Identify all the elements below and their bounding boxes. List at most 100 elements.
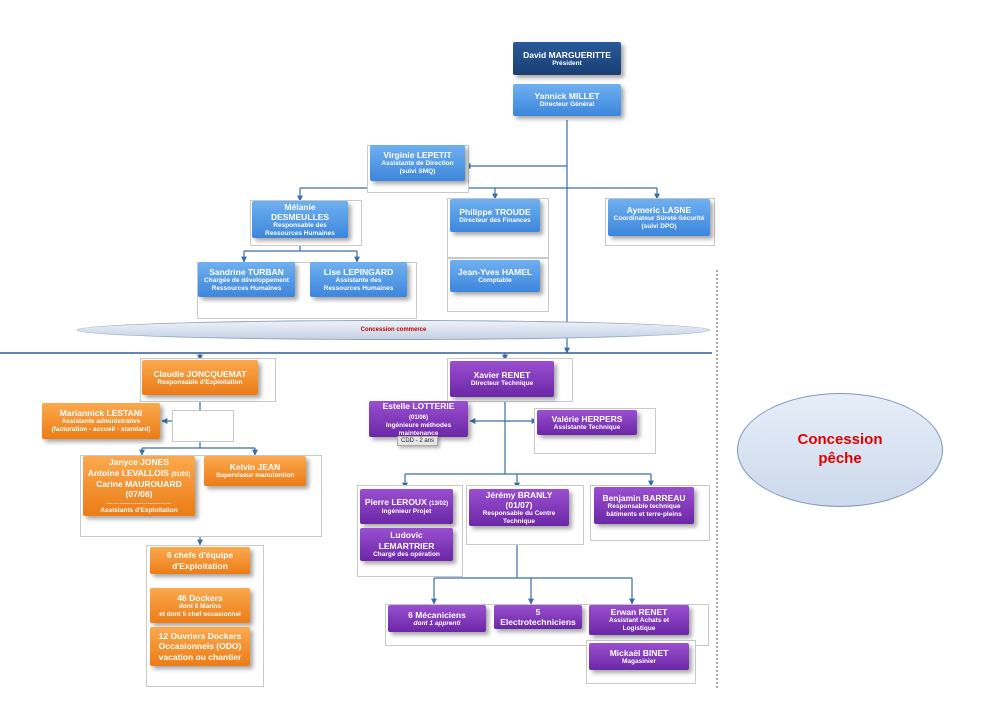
person-name: Mariannick LESTANI [59, 408, 143, 419]
person-role: Assistante des [335, 276, 382, 284]
project-engineer-box[interactable]: Pierre LEROUX (13/02) Ingénieur Projet [360, 489, 453, 524]
odo-box[interactable]: 12 Ouvriers Dockers Occasionnels (ODO) v… [150, 627, 250, 666]
person-name-text: Pierre LEROUX [364, 497, 427, 507]
person-role: Chargé des opération [373, 550, 440, 558]
person-name: Jérémy BRANLY (01/07) [485, 489, 553, 510]
electrotechniciens-box[interactable]: 5 Electrotechniciens [494, 605, 582, 629]
team-label: 6 chefs d'équipe [166, 550, 234, 561]
person-role: Directeur Technique [470, 380, 534, 388]
person-name: Philippe TROUDE [459, 206, 531, 217]
dockers-box[interactable]: 46 Dockers dont 6 Marins et dont 5 chef … [150, 588, 250, 623]
assistant-direction-box[interactable]: Virginie LEPETIT Assistante de Direction… [370, 145, 465, 181]
rh-manager-box[interactable]: Mélanie DESMEULLES Responsable des Resso… [252, 201, 348, 238]
frame [172, 410, 234, 442]
person-name: Antoine LEVALLOIS (01/03) [88, 468, 190, 479]
team-label: 6 Mécaniciens [408, 609, 466, 620]
team-label: d'Exploitation [172, 560, 228, 571]
admin-assistant-box[interactable]: Mariannick LESTANI Assistante administra… [42, 403, 160, 439]
technical-centre-box[interactable]: Jérémy BRANLY (01/07) Responsable du Cen… [469, 489, 569, 526]
methodes-engineer-box[interactable]: Estelle LOTTERIE (01/06) Ingénieure méth… [369, 401, 468, 437]
person-role: Magasinier [622, 657, 656, 665]
person-name: Carine MAUROUARD (07/08) [96, 478, 182, 499]
person-role: bâtiments et terre-pleins [606, 510, 682, 518]
person-role: Responsable technique [607, 502, 681, 510]
person-name: Erwan RENET [610, 607, 668, 618]
person-name: David MARGUERITTE [523, 49, 611, 60]
team-detail: et dont 5 chef occasionnel [159, 610, 241, 618]
person-role: Assistants d'Exploitation [100, 506, 178, 514]
person-role: maintenance [398, 429, 439, 437]
team-detail: dont 6 Marins [178, 602, 222, 610]
manutention-box[interactable]: Kelvin JEAN Superviseur manutention [204, 456, 306, 486]
person-name: Sandrine TURBAN [209, 266, 284, 277]
exploitation-head-box[interactable]: Claudie JONCQUEMAT Responsable d'Exploit… [142, 360, 258, 395]
person-role: Ressources Humaines [265, 229, 335, 237]
chefs-equipe-box[interactable]: 6 chefs d'équipe d'Exploitation [150, 547, 250, 574]
team-detail: dont 1 apprenti [413, 619, 461, 627]
person-role: Assistante Technique [553, 423, 621, 431]
operations-officer-box[interactable]: Ludovic LEMARTRIER Chargé des opération [360, 528, 453, 561]
person-role: Directeur Général [539, 101, 595, 109]
exploitation-assistants-box[interactable]: Janyce JONES Antoine LEVALLOIS (01/03) C… [83, 456, 195, 516]
president-box[interactable]: David MARGUERITTE Président [513, 42, 621, 75]
rh-assistant-box[interactable]: Lise LEPINGARD Assistante des Ressources… [310, 262, 407, 297]
person-date: (01/03) [171, 471, 191, 478]
person-role: Chargée de développement [204, 276, 289, 284]
person-name: Benjamin BARREAU [602, 492, 686, 503]
team-label: 12 Ouvriers Dockers [158, 631, 242, 642]
person-role: Directeur des Finances [459, 216, 531, 224]
team-label: vacation ou chantier [158, 651, 242, 662]
person-role: Responsable d'Exploitation [157, 378, 243, 386]
person-name: Ludovic LEMARTRIER [378, 530, 435, 551]
concession-peche-ellipse: Concession pêche [737, 393, 943, 507]
person-name: Claudie JONCQUEMAT [153, 368, 247, 379]
person-name: Aymeric LASNE [626, 204, 692, 215]
team-label: 46 Dockers [177, 592, 223, 603]
mecaniciens-box[interactable]: 6 Mécaniciens dont 1 apprenti [388, 605, 486, 632]
technical-director-box[interactable]: Xavier RENET Directeur Technique [450, 361, 554, 397]
technical-assistant-box[interactable]: Valérie HERPERS Assistante Technique [537, 410, 637, 435]
person-name: Kelvin JEAN [229, 462, 281, 472]
team-label: 5 Electrotechniciens [500, 606, 576, 627]
person-role: Responsable du Centre [482, 509, 556, 517]
person-role: Technique [502, 517, 536, 525]
person-role: Ressources Humaines [211, 284, 282, 292]
rh-development-box[interactable]: Sandrine TURBAN Chargée de développement… [198, 262, 295, 297]
person-name-text: Antoine LEVALLOIS [87, 467, 169, 478]
person-name: Mickaël BINET [609, 647, 669, 658]
person-role: Ingénieure méthodes [385, 421, 452, 429]
person-name: Estelle LOTTERIE (01/06) [373, 401, 464, 422]
person-role: Ingénieur Projet [381, 508, 432, 516]
buildings-manager-box[interactable]: Benjamin BARREAU Responsable technique b… [594, 487, 694, 524]
person-role: Assistante administrative [61, 418, 141, 426]
person-role: Coordinateur Sûreté-Sécurité [613, 214, 705, 222]
storekeeper-box[interactable]: Mickaël BINET Magasinier [589, 643, 689, 670]
person-name: Pierre LEROUX (13/02) [365, 497, 448, 508]
person-name-text: Estelle LOTTERIE [382, 400, 455, 411]
finance-director-box[interactable]: Philippe TROUDE Directeur des Finances [450, 199, 540, 232]
person-name: Jean-Yves HAMEL [457, 267, 533, 277]
peche-line-2: pêche [818, 450, 862, 467]
person-date: (13/02) [429, 501, 449, 507]
person-role: Président [552, 59, 582, 67]
person-name: Virginie LEPETIT [383, 150, 452, 161]
team-label: Occasionnels (ODO) [158, 641, 242, 652]
person-role: Comptable [478, 277, 512, 285]
dots: ………………………… [106, 499, 172, 507]
comptable-box[interactable]: Jean-Yves HAMEL Comptable [450, 260, 540, 292]
person-name: Valérie HERPERS [551, 413, 623, 424]
person-name: Xavier RENET [473, 370, 531, 380]
director-general-box[interactable]: Yannick MILLET Directeur Général [513, 84, 621, 116]
person-name: Mélanie DESMEULLES [270, 201, 330, 222]
person-name: Janyce JONES [108, 457, 169, 468]
person-role: Superviseur manutention [215, 472, 295, 480]
person-date: (01/06) [408, 414, 428, 421]
person-name: Yannick MILLET [534, 91, 600, 101]
purchasing-assistant-box[interactable]: Erwan RENET Assistant Achats et Logistiq… [589, 605, 689, 635]
person-role: Responsable des [273, 221, 327, 229]
surete-coordinator-box[interactable]: Aymeric LASNE Coordinateur Sûreté-Sécuri… [608, 199, 710, 236]
cdd-tag: CDD - 2 ans [397, 436, 439, 446]
peche-line-1: Concession [797, 431, 883, 449]
person-role: Assistant Achats et Logistique [608, 617, 670, 633]
